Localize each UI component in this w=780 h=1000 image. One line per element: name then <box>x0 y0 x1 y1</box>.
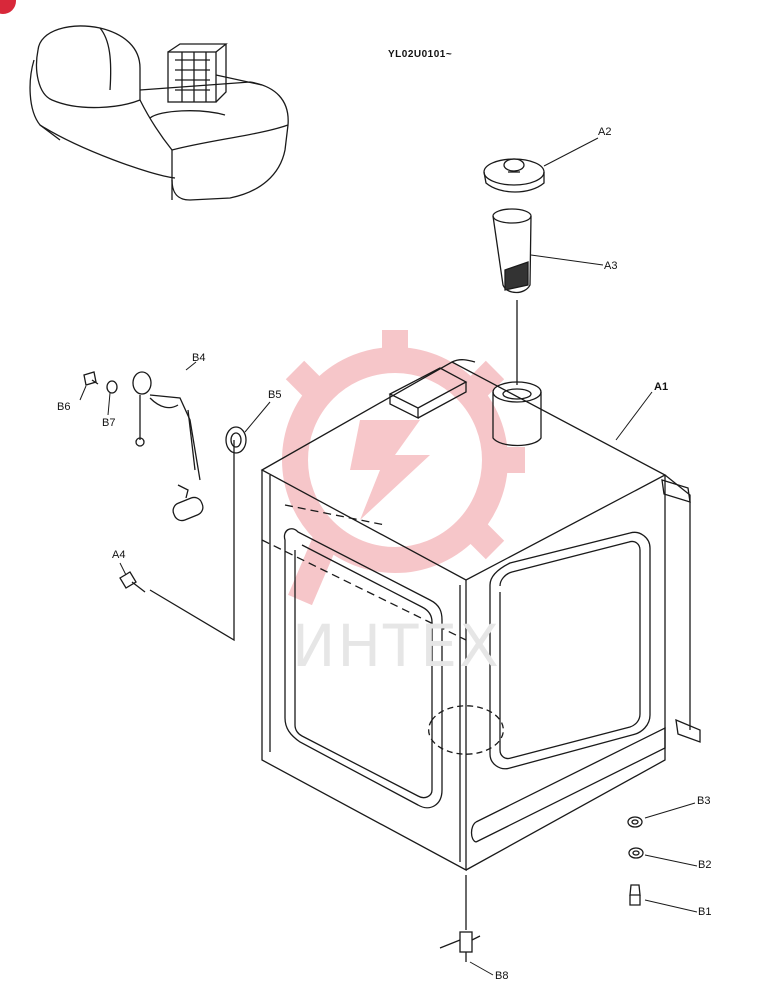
callout-a3: A3 <box>604 260 618 272</box>
level-sender-b4 <box>132 371 204 522</box>
leader-lines <box>79 137 698 976</box>
watermark-gear-icon <box>282 330 525 606</box>
callout-b1: B1 <box>698 906 712 918</box>
callout-b8: B8 <box>495 970 509 982</box>
fuel-tank <box>149 359 691 872</box>
callout-a1: A1 <box>654 381 669 393</box>
callout-b7: B7 <box>102 417 116 429</box>
washer-b2 <box>628 847 644 859</box>
callout-a2: A2 <box>598 126 612 138</box>
filter-a3 <box>492 208 532 294</box>
washer-b3 <box>627 816 643 828</box>
callout-a4: A4 <box>112 549 126 561</box>
callout-b2: B2 <box>698 859 712 871</box>
callout-b3: B3 <box>697 795 711 807</box>
watermark-text: ИНТЕХ <box>292 612 501 680</box>
bolt-b1 <box>629 884 641 906</box>
filler-neck <box>492 300 542 447</box>
machine-thumbnail <box>29 25 289 201</box>
watermark-bolt-icon <box>350 420 430 520</box>
gasket-b5 <box>225 426 247 454</box>
bracket <box>661 479 701 743</box>
bolt-a4 <box>119 571 146 593</box>
screw-b6 <box>83 371 99 386</box>
model-code: YL02U0101~ <box>388 49 453 60</box>
drain-cock-b8 <box>439 875 481 962</box>
callout-b4: B4 <box>192 352 206 364</box>
washer-b7 <box>106 380 118 394</box>
callout-b5: B5 <box>268 389 282 401</box>
callout-b6: B6 <box>57 401 71 413</box>
cap-a2 <box>483 158 545 193</box>
gauge-plate <box>388 367 468 420</box>
